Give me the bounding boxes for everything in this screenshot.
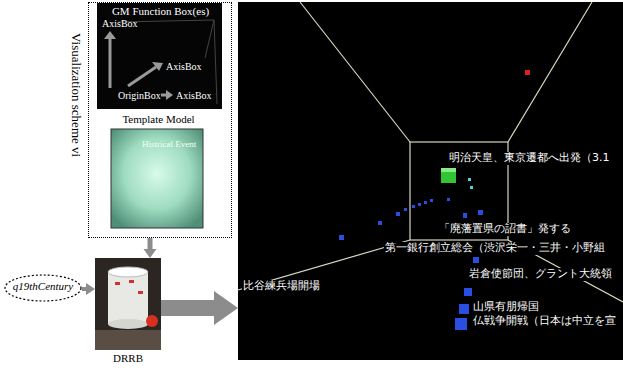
event-cube xyxy=(468,178,471,181)
template-model: Template ModelHistrical Event xyxy=(106,112,211,232)
event-cube xyxy=(339,235,344,240)
event-label: 「廃藩置県の詔書」発する xyxy=(438,223,572,236)
axis-label: AxisBox xyxy=(166,61,202,73)
cylinder-mark xyxy=(115,282,120,285)
drrb-box: DRRB xyxy=(95,258,161,368)
red-ball xyxy=(146,315,158,327)
event-cube xyxy=(525,70,530,75)
view-panel xyxy=(238,2,623,360)
event-cube xyxy=(412,205,415,208)
axis-label: AxisBox xyxy=(102,18,138,30)
event-cube xyxy=(478,210,483,215)
cylinder-base xyxy=(108,319,148,329)
event-cube xyxy=(378,221,382,225)
event-cube xyxy=(418,203,421,206)
axis-arrow xyxy=(128,67,156,86)
axis-arrowhead xyxy=(152,62,163,71)
perspective-line xyxy=(508,2,592,142)
event-cube xyxy=(459,304,469,314)
cylinder-mark xyxy=(129,280,134,283)
event-label: 仏戦争開戦（日本は中立を宣 xyxy=(472,315,617,328)
axis-arrowhead xyxy=(104,31,116,39)
cylinder xyxy=(108,272,148,324)
flow-arrow xyxy=(144,238,157,258)
scheme-frame: Visualization scheme viGM Function Box(e… xyxy=(88,2,232,238)
drrb-floor xyxy=(95,330,161,350)
arrow-shaft xyxy=(161,300,216,316)
event-cube xyxy=(473,257,479,263)
event-label: 山県有朋帰国 xyxy=(472,301,540,314)
cylinder-top xyxy=(108,267,148,277)
frame-line xyxy=(214,20,217,104)
arrowhead xyxy=(144,249,157,258)
event-cube xyxy=(463,213,467,218)
view-panel: 明治天皇、東京遷都へ出発（3.1 「廃藩置県の詔書」発する第一銀行創立総会（渋沢栄… xyxy=(238,2,623,360)
scheme-label: Visualization scheme vi xyxy=(68,33,83,157)
event-label: 岩倉使節団、グラント大統領 xyxy=(468,268,613,281)
gm-function-box: GM Function Box(es)AxisBoxAxisBoxOriginB… xyxy=(98,4,223,110)
ellipse-outline xyxy=(5,275,81,301)
flow-arrow xyxy=(161,291,238,325)
event-cube xyxy=(447,198,450,201)
query-label: q19thCentury xyxy=(4,280,82,293)
flow-arrow xyxy=(82,283,95,295)
event-cube xyxy=(424,201,427,204)
model-label: Histrical Event xyxy=(142,139,196,149)
template-image xyxy=(111,129,203,228)
drrb-photo xyxy=(95,258,161,350)
cylinder-mark xyxy=(138,291,143,294)
axis-arrowhead xyxy=(166,90,173,100)
axis-label: AxisBox xyxy=(176,90,212,102)
perspective-line xyxy=(300,2,410,142)
event-cube xyxy=(441,168,456,172)
event-cube xyxy=(396,212,400,216)
origin-label: OriginBox xyxy=(118,90,161,102)
gm-image xyxy=(97,3,222,109)
event-cube xyxy=(470,186,473,189)
event-cube xyxy=(441,168,456,183)
event-label: 明治天皇、東京遷都へ出発（3.1 xyxy=(448,152,611,165)
event-cube xyxy=(430,199,433,202)
arrowhead xyxy=(86,283,95,295)
event-cube xyxy=(404,208,407,211)
event-cube xyxy=(464,288,472,296)
axis-arrow xyxy=(109,38,112,88)
box-heading: Template Model xyxy=(106,113,211,126)
event-label: 比谷練兵場開場 xyxy=(242,280,321,293)
arrowhead xyxy=(214,291,238,325)
event-label: 第一銀行創立総会（渋沢栄一・三井・小野組 xyxy=(384,242,606,255)
box-heading: GM Function Box(es) xyxy=(98,5,223,18)
event-cube xyxy=(455,318,467,330)
box-caption: DRRB xyxy=(95,352,161,365)
frame-line xyxy=(205,20,214,58)
query-ellipse: q19thCentury xyxy=(4,274,82,302)
arrow-shaft xyxy=(148,238,153,250)
